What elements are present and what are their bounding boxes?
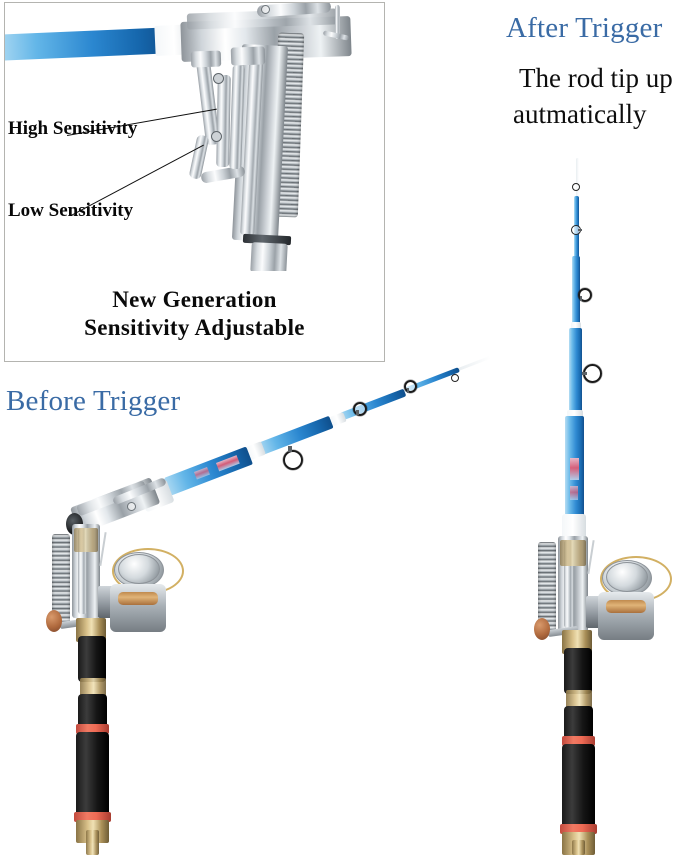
inset-caption-line-2: Sensitivity Adjustable [84, 315, 305, 340]
before-rod-segment-3 [258, 415, 334, 456]
after-rod-segment-3 [569, 328, 582, 414]
inset-rod-blue-stub [5, 27, 170, 61]
before-chrome-body-highlight [78, 528, 87, 614]
after-rod-segment-2 [572, 256, 580, 326]
after-housing-brass-collar [560, 540, 586, 566]
before-rod-guide-2 [404, 380, 417, 393]
low-sensitivity-pivot-icon [211, 131, 222, 142]
before-reel-spool-face [118, 554, 160, 584]
inset-lower-tube [250, 242, 288, 271]
before-butt-cap [86, 830, 99, 855]
inset-trigger-hook [335, 5, 340, 39]
before-fishing-line [99, 532, 107, 566]
sensitivity-detail-panel: High Sensitivity Low Sensitivity New Gen… [4, 2, 385, 362]
after-rod-ferrule-2 [567, 410, 583, 420]
before-grip-upper [78, 636, 106, 682]
after-trigger-subtitle-line2: autmatically [513, 99, 647, 129]
after-rod-decal [570, 458, 579, 480]
after-rod-tip-thread [576, 158, 579, 198]
before-coil-spring [52, 534, 70, 626]
before-rod-guide-4-stem [288, 446, 292, 452]
before-rod-tip-thread [458, 355, 491, 371]
before-rod-segment-2 [340, 388, 407, 421]
after-trigger-subtitle-line1: The rod tip up [519, 63, 673, 93]
before-brass-midband [80, 678, 106, 698]
before-rod-guide-3-stem [356, 410, 359, 415]
low-sensitivity-label: Low Sensitivity [8, 200, 134, 221]
before-housing-brass-collar [74, 528, 98, 552]
inset-bracket-right [230, 46, 266, 66]
after-reel-line-wrap [606, 600, 646, 613]
after-reel-spool-face [606, 562, 648, 592]
after-rod-guide-2-stem [578, 229, 582, 231]
after-brass-midband [566, 690, 592, 710]
mechanism-photo: High Sensitivity Low Sensitivity [5, 3, 384, 271]
inset-bracket-left [190, 50, 222, 68]
after-rod-guide-1 [572, 183, 580, 191]
before-rod-guide-2-stem [407, 388, 409, 393]
high-sensitivity-pivot-icon [213, 73, 224, 84]
before-rod-guide-1 [451, 374, 459, 382]
after-coil-spring [538, 542, 556, 634]
after-trigger-title: After Trigger [506, 12, 663, 44]
after-grip-upper [564, 648, 592, 694]
before-trigger-title: Before Trigger [6, 385, 181, 417]
after-fishing-line [587, 540, 595, 574]
high-sensitivity-label: High Sensitivity [8, 118, 138, 139]
before-red-band-upper [76, 724, 109, 734]
before-reel-line-wrap [118, 592, 158, 605]
inset-caption-line-1: New Generation [112, 287, 277, 312]
before-reel-handle-knob [46, 610, 62, 632]
after-reel-handle-knob [534, 618, 550, 640]
after-rod-decal-2 [570, 486, 578, 500]
after-rod-guide-4-stem [582, 372, 587, 375]
after-rod-guide-3-stem [580, 296, 582, 301]
inset-latch-pivot-icon [261, 5, 270, 14]
before-red-band-lower [74, 812, 111, 822]
inset-adjust-plate [216, 74, 231, 168]
after-grip-main [562, 744, 595, 834]
after-red-band-lower [560, 824, 597, 834]
before-rod-guide-4 [283, 450, 303, 470]
after-butt-cap [572, 840, 585, 855]
after-rod-ferrule-1 [571, 322, 581, 331]
before-latch-pivot-icon [127, 502, 136, 511]
after-chrome-highlight [564, 540, 574, 628]
after-red-band-upper [562, 736, 595, 746]
before-grip-main [76, 732, 109, 822]
